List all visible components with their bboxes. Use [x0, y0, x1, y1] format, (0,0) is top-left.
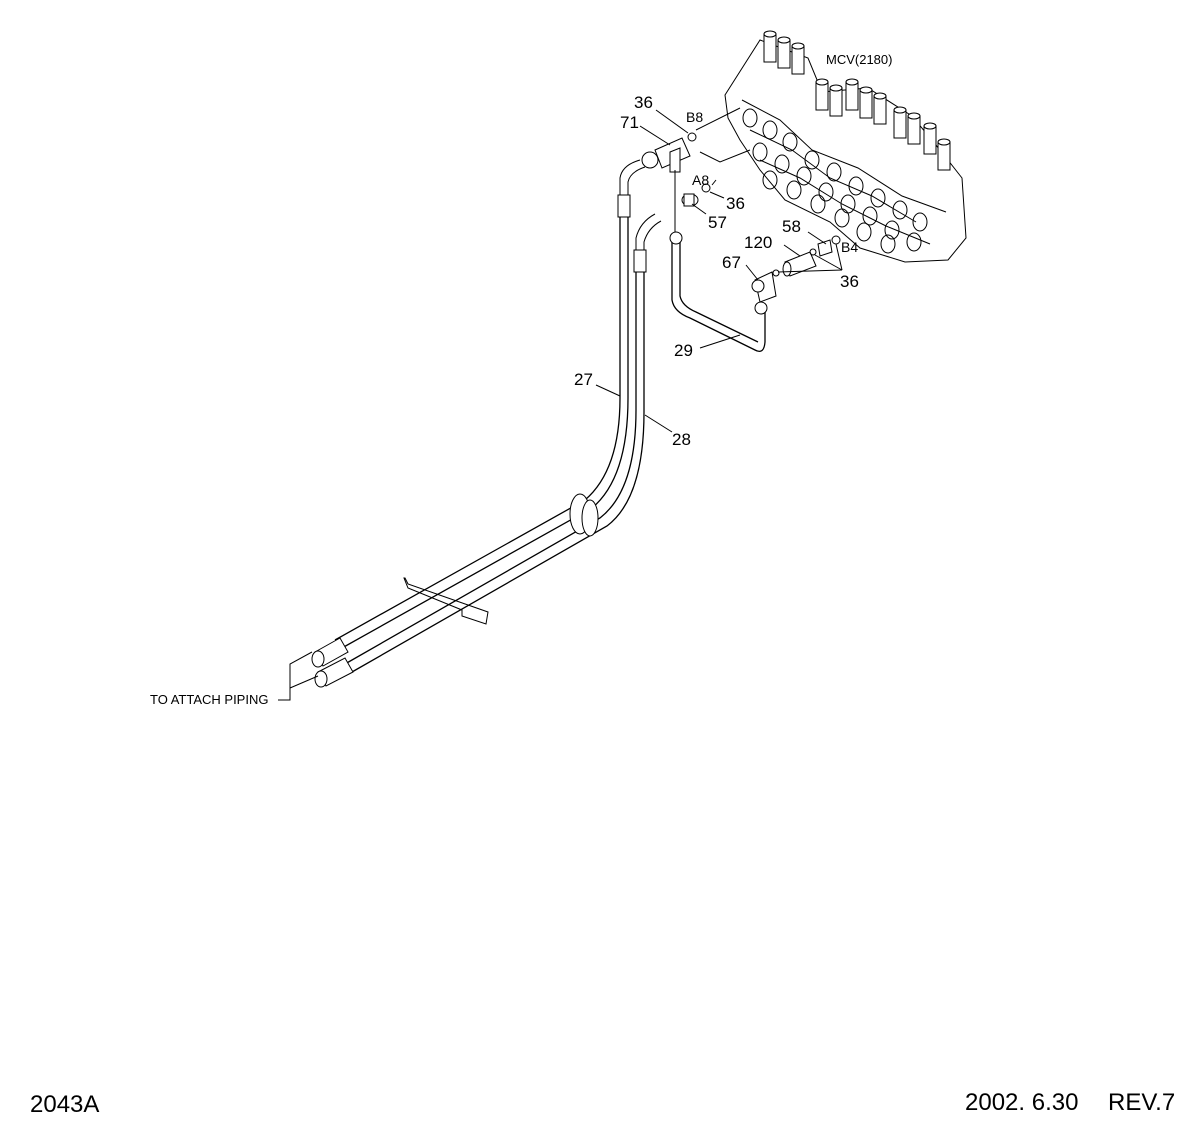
- valve-spool: [893, 109, 907, 139]
- label-28: 28: [672, 430, 691, 449]
- valve-port-boss: [834, 208, 850, 228]
- valve-port-boss: [774, 154, 790, 174]
- label-29: 29: [674, 341, 693, 360]
- valve-port-boss: [742, 108, 758, 128]
- label-36-top: 36: [634, 93, 653, 112]
- valve-spool: [763, 33, 777, 63]
- valve-port-boss: [862, 206, 878, 226]
- o-ring-36-b8: [687, 132, 697, 142]
- valve-spool-cap: [907, 112, 921, 120]
- support-bracket: [403, 577, 489, 625]
- valve-port-boss: [870, 188, 886, 208]
- attach-piping-note: TO ATTACH PIPING: [150, 692, 268, 707]
- valve-spool: [791, 45, 805, 75]
- valve-port-boss: [906, 232, 922, 252]
- label-120: 120: [744, 233, 772, 252]
- label-58: 58: [782, 217, 801, 236]
- valve-spool-cap: [859, 86, 873, 94]
- port-b4: B4: [841, 239, 858, 255]
- valve-spool-cap: [777, 36, 791, 44]
- mcv-label: MCV(2180): [826, 52, 892, 67]
- valve-port-boss: [912, 212, 928, 232]
- elbow-67: [751, 271, 777, 303]
- valve-spool-cap: [763, 30, 777, 38]
- valve-spool-cap: [815, 78, 829, 86]
- label-36-a8: 36: [726, 194, 745, 213]
- valve-port-boss: [752, 142, 768, 162]
- valve-spool: [873, 95, 887, 125]
- adapter-58: [817, 239, 833, 257]
- label-71: 71: [620, 113, 639, 132]
- valve-port-boss: [782, 132, 798, 152]
- valve-port-boss: [892, 200, 908, 220]
- valve-port-boss: [786, 180, 802, 200]
- valve-spool: [829, 87, 843, 117]
- valve-port-boss: [856, 222, 872, 242]
- adapter-120: [782, 251, 817, 277]
- hose-end-fittings: [311, 637, 354, 688]
- valve-spool: [907, 115, 921, 145]
- o-ring-36-67: [772, 269, 780, 277]
- revision-number: REV.7: [1108, 1089, 1175, 1116]
- valve-spool-cap: [873, 92, 887, 100]
- valve-spool-cap: [937, 138, 951, 146]
- port-b8: B8: [686, 109, 703, 125]
- valve-spool: [923, 125, 937, 155]
- valve-port-boss: [796, 166, 812, 186]
- valve-spool-cap: [923, 122, 937, 130]
- valve-spool-cap: [845, 78, 859, 86]
- valve-spool: [845, 81, 859, 111]
- plug-57: [681, 193, 699, 207]
- label-36-right: 36: [840, 272, 859, 291]
- valve-port-boss: [826, 162, 842, 182]
- hose-27: [334, 159, 646, 649]
- valve-spool: [859, 89, 873, 119]
- valve-port-boss: [762, 120, 778, 140]
- o-ring-36-a8: [701, 183, 711, 193]
- o-ring-36-b4: [831, 235, 841, 245]
- hose-28: [344, 213, 662, 673]
- drawing-code: 2043A: [30, 1091, 99, 1118]
- valve-port-boss: [848, 176, 864, 196]
- valve-spool: [937, 141, 951, 171]
- valve-port-boss: [884, 220, 900, 240]
- valve-port-boss: [762, 170, 778, 190]
- label-57: 57: [708, 213, 727, 232]
- port-a8: A8: [692, 172, 709, 188]
- tee-fitting-71: [641, 137, 691, 173]
- valve-port-boss: [880, 234, 896, 254]
- revision-date: 2002. 6.30: [965, 1089, 1078, 1116]
- valve-spool-cap: [829, 84, 843, 92]
- valve-spool-cap: [893, 106, 907, 114]
- leader-lines: [278, 107, 843, 701]
- hose-clamp: [569, 493, 599, 537]
- valve-spool: [815, 81, 829, 111]
- label-67: 67: [722, 253, 741, 272]
- valve-spool: [777, 39, 791, 69]
- valve-port-boss: [804, 150, 820, 170]
- label-27: 27: [574, 370, 593, 389]
- o-ring-36-120: [809, 248, 817, 256]
- valve-port-boss: [810, 194, 826, 214]
- pipe-29: [669, 170, 768, 353]
- main-control-valve: [724, 30, 967, 263]
- valve-spool-cap: [791, 42, 805, 50]
- valve-port-boss: [818, 182, 834, 202]
